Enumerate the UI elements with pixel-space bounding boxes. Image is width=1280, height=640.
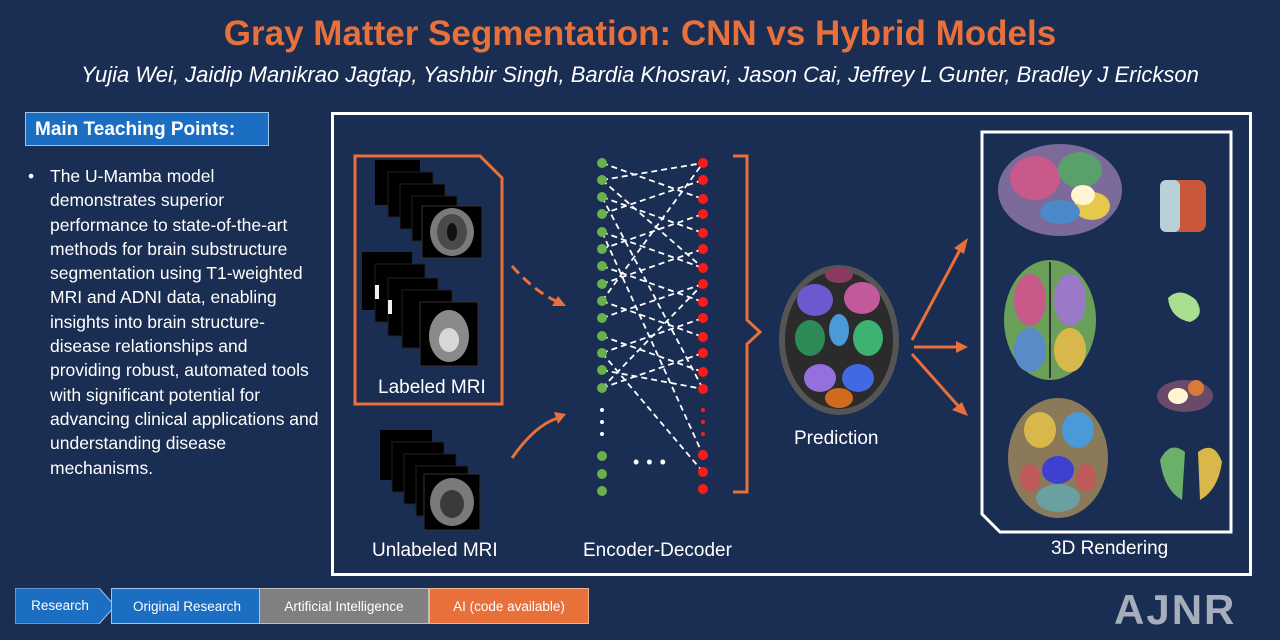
research-tag-shape bbox=[15, 588, 115, 624]
teaching-point-item: • The U-Mamba model demonstrates superio… bbox=[28, 164, 320, 480]
teaching-points-heading: Main Teaching Points: bbox=[25, 112, 269, 146]
render-arrow-top bbox=[910, 245, 964, 341]
labeled-mri-frame bbox=[353, 154, 504, 406]
rendered-brain-lateral bbox=[998, 144, 1122, 236]
rendered-substructure-4 bbox=[1160, 447, 1222, 500]
decoder-nodes bbox=[698, 158, 708, 494]
rendered-brain-inferior bbox=[1008, 398, 1108, 518]
render-arrow-bottom bbox=[910, 353, 962, 409]
labeled-mri-stack-top bbox=[375, 160, 483, 259]
rendered-substructure-1 bbox=[1160, 180, 1206, 232]
network-ellipsis: • • • bbox=[633, 452, 667, 472]
artificial-intelligence-tag[interactable]: Artificial Intelligence bbox=[259, 588, 429, 624]
rendering-frame bbox=[980, 130, 1233, 534]
unlabeled-mri-stack bbox=[380, 430, 481, 531]
page-title: Gray Matter Segmentation: CNN vs Hybrid … bbox=[223, 14, 1057, 53]
encoder-nodes bbox=[597, 158, 607, 496]
network-connections bbox=[601, 162, 704, 473]
ajnr-logo: AJNR bbox=[1114, 586, 1237, 633]
labeled-to-network-arrow bbox=[510, 265, 559, 304]
decoder-ellipsis bbox=[701, 408, 705, 436]
encoder-decoder-label: Encoder-Decoder bbox=[583, 540, 732, 561]
prediction-brain-image bbox=[779, 265, 899, 415]
unlabeled-mri-label: Unlabeled MRI bbox=[372, 540, 498, 561]
prediction-label: Prediction bbox=[794, 428, 879, 449]
ai-code-available-tag[interactable]: AI (code available) bbox=[429, 588, 589, 624]
encoder-ellipsis bbox=[600, 408, 604, 436]
rendered-substructure-2 bbox=[1168, 292, 1200, 322]
teaching-point-text: The U-Mamba model demonstrates superior … bbox=[50, 166, 319, 478]
labeled-mri-stack-bottom bbox=[362, 252, 479, 367]
bullet-icon: • bbox=[28, 166, 35, 186]
labeled-mri-label: Labeled MRI bbox=[378, 377, 486, 398]
diagram-panel bbox=[331, 112, 1252, 576]
network-bracket bbox=[733, 154, 763, 494]
rendered-brain-superior bbox=[1004, 260, 1096, 380]
rendering-label: 3D Rendering bbox=[1051, 538, 1169, 559]
research-tag[interactable]: Research bbox=[31, 598, 89, 613]
unlabeled-to-network-arrow bbox=[510, 416, 559, 459]
author-list: Yujia Wei, Jaidip Manikrao Jagtap, Yashb… bbox=[81, 62, 1199, 87]
original-research-tag[interactable]: Original Research bbox=[111, 588, 263, 624]
rendered-substructure-3 bbox=[1157, 380, 1213, 412]
